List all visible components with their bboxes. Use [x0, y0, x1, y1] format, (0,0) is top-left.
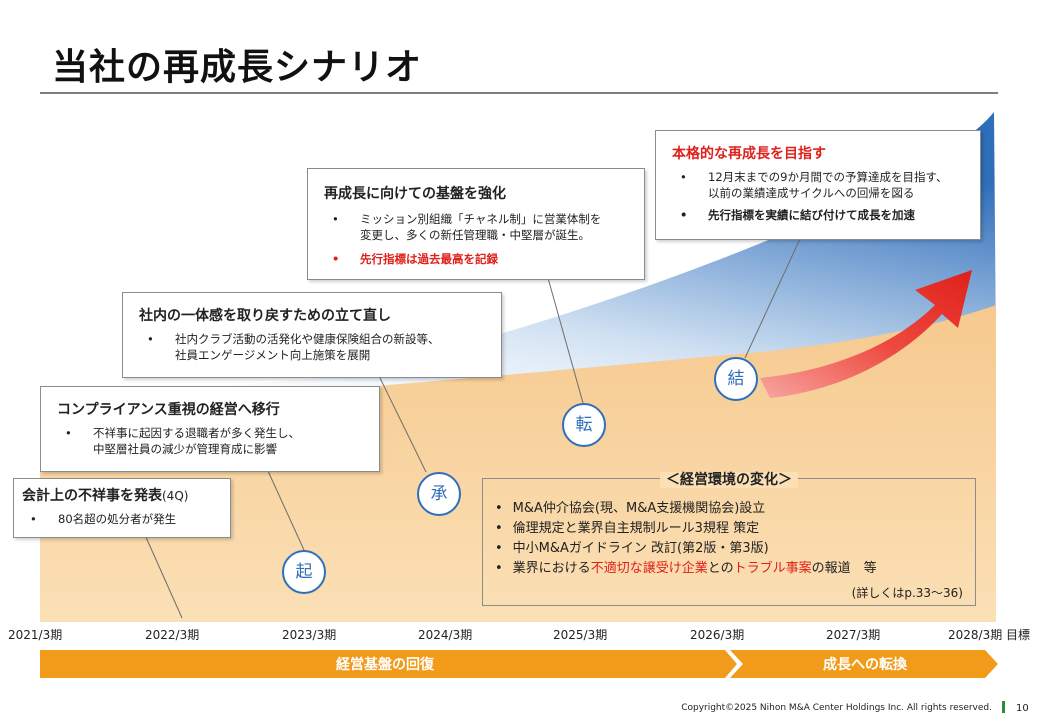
timeline-year: 2024/3期: [418, 628, 473, 642]
environment-item: 中小M&Aガイドライン 改訂(第2版・第3版): [495, 539, 877, 559]
environment-text: との: [707, 561, 734, 576]
callout-list: ミッション別組織「チャネル制」に営業体制を 変更し、多くの新任管理職・中堅層が誕…: [324, 211, 628, 267]
environment-title-text: ＜経営環境の変化＞: [660, 472, 798, 488]
environment-text: 業界における: [512, 561, 591, 576]
environment-highlight: 不適切な譲受け企業: [590, 561, 708, 576]
callout-list: 80名超の処分者が発生: [22, 511, 222, 527]
page-number: 10: [1016, 703, 1029, 714]
callout-list: 12月末までの9か月間での予算達成を目指す、 以前の業績達成サイクルへの回帰を図…: [672, 169, 964, 223]
callout-title: 再成長に向けての基盤を強化: [324, 186, 506, 202]
timeline-year: 2021/3期: [8, 628, 63, 642]
timeline-year: 2026/3期: [690, 628, 745, 642]
callout-item: ミッション別組織「チャネル制」に営業体制を 変更し、多くの新任管理職・中堅層が誕…: [324, 211, 628, 243]
timeline-year: 2027/3期: [826, 628, 881, 642]
callout-item: 12月末までの9か月間での予算達成を目指す、 以前の業績達成サイクルへの回帰を図…: [672, 169, 964, 201]
callout-title: 会計上の不祥事を発表(4Q): [22, 485, 222, 505]
sky-area: [40, 112, 996, 410]
callout-item: 先行指標を実績に結び付けて成長を加速: [672, 207, 964, 223]
timeline-year-target: 2028/3期 目標: [948, 628, 1031, 642]
callout-title-suffix: (4Q): [162, 489, 189, 503]
callout-item: 社内クラブ活動の活発化や健康保険組合の新設等、 社員エンゲージメント向上施策を展…: [139, 331, 485, 363]
callout-title-text: 会計上の不祥事を発表: [22, 488, 162, 504]
stage-circle-ki: 起: [282, 550, 326, 594]
phase-label-growth: 成長への転換: [823, 657, 907, 673]
timeline-year: 2022/3期: [145, 628, 200, 642]
environment-text: の報道 等: [811, 561, 877, 576]
footer-accent-bar: [1002, 701, 1005, 713]
callout-item: 不祥事に起因する退職者が多く発生し、 中堅層社員の減少が管理育成に影響: [57, 425, 363, 457]
timeline-year: 2025/3期: [553, 628, 608, 642]
stage-circle-ten: 転: [562, 403, 606, 447]
growth-arrow: [760, 270, 972, 398]
copyright: Copyright©2025 Nihon M&A Center Holdings…: [681, 703, 992, 713]
environment-list: M&A仲介協会(現、M&A支援機関協会)設立 倫理規定と業界自主規制ルール3規程…: [495, 499, 877, 579]
environment-highlight: トラブル事案: [733, 561, 812, 576]
callout-box-foundation: 再成長に向けての基盤を強化 ミッション別組織「チャネル制」に営業体制を 変更し、…: [307, 168, 645, 280]
callout-list: 社内クラブ活動の活発化や健康保険組合の新設等、 社員エンゲージメント向上施策を展…: [139, 331, 485, 363]
environment-title: ＜経営環境の変化＞: [483, 469, 975, 489]
timeline-banner: [40, 650, 998, 678]
phase-label-recovery: 経営基盤の回復: [336, 657, 434, 673]
environment-changes-box: ＜経営環境の変化＞ M&A仲介協会(現、M&A支援機関協会)設立 倫理規定と業界…: [482, 472, 976, 606]
stage-circle-ketsu: 結: [714, 357, 758, 401]
callout-box-regrowth: 本格的な再成長を目指す 12月末までの9か月間での予算達成を目指す、 以前の業績…: [655, 130, 981, 240]
callout-box-compliance: コンプライアンス重視の経営へ移行 不祥事に起因する退職者が多く発生し、 中堅層社…: [40, 386, 380, 472]
environment-item: 業界における不適切な譲受け企業とのトラブル事案の報道 等: [495, 559, 877, 579]
environment-item: 倫理規定と業界自主規制ルール3規程 策定: [495, 519, 877, 539]
environment-note: (詳しくはp.33～36): [851, 586, 963, 600]
callout-title: コンプライアンス重視の経営へ移行: [57, 402, 280, 418]
callout-list: 不祥事に起因する退職者が多く発生し、 中堅層社員の減少が管理育成に影響: [57, 425, 363, 457]
callout-title: 社内の一体感を取り戻すための立て直し: [139, 308, 391, 324]
callout-box-accounting-scandal: 会計上の不祥事を発表(4Q) 80名超の処分者が発生: [13, 478, 231, 538]
callout-item-highlight: 先行指標は過去最高を記録: [324, 251, 628, 267]
stage-circle-sho: 承: [417, 472, 461, 516]
callout-item: 80名超の処分者が発生: [22, 511, 222, 527]
timeline-year: 2023/3期: [282, 628, 337, 642]
page-title: 当社の再成長シナリオ: [52, 47, 423, 88]
title-divider: [40, 92, 998, 94]
callout-title: 本格的な再成長を目指す: [672, 146, 826, 162]
callout-lines: [144, 238, 801, 619]
environment-item: M&A仲介協会(現、M&A支援機関協会)設立: [495, 499, 877, 519]
callout-box-rebuild: 社内の一体感を取り戻すための立て直し 社内クラブ活動の活発化や健康保険組合の新設…: [122, 292, 502, 378]
